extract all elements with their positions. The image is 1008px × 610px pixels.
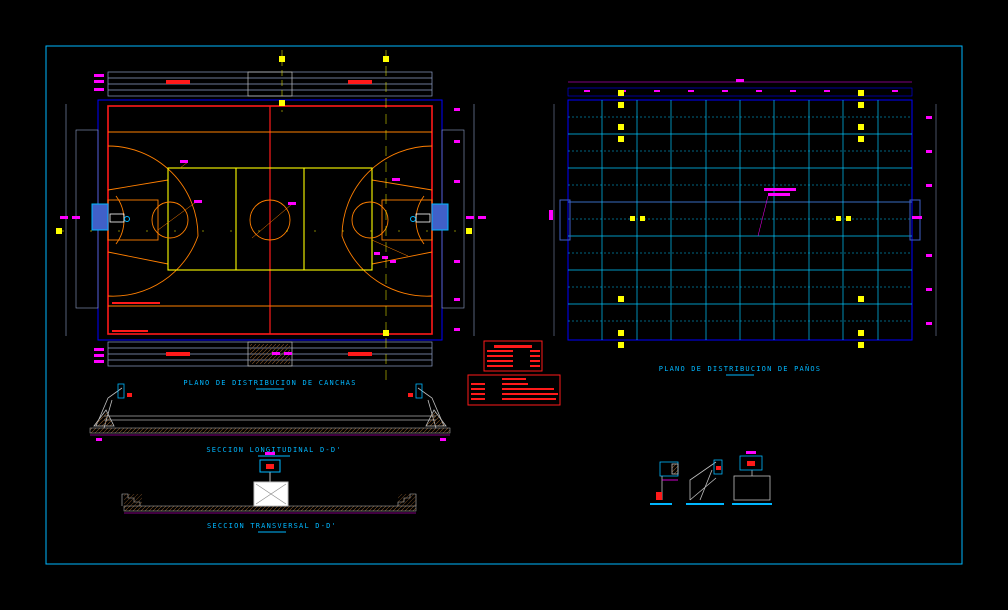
center-hoop-section-icon — [253, 452, 289, 507]
section-trans-title: SECCION TRANSVERSAL D-D' — [207, 522, 337, 530]
hoop-details — [650, 451, 772, 505]
section-long-title: SECCION LONGITUDINAL D-D' — [206, 446, 341, 454]
drawing-frame — [45, 45, 963, 565]
hoop-detail-3-icon — [732, 451, 772, 505]
legend-small — [483, 340, 543, 372]
left-hoop-elevation-icon — [93, 383, 132, 429]
section-transversal: SECCION TRANSVERSAL D-D' — [121, 452, 417, 533]
court-plan-title: PLANO DE DISTRIBUCION DE CANCHAS — [183, 379, 356, 387]
right-hoop-plan-icon — [410, 203, 449, 231]
section-longitudinal: SECCION LONGITUDINAL D-D' — [89, 383, 451, 457]
right-hoop-elevation-icon — [408, 383, 447, 429]
left-hoop-plan-icon — [91, 203, 130, 231]
hoop-detail-1-icon — [650, 461, 679, 505]
court-plan: PLANO DE DISTRIBUCION DE CANCHAS — [56, 50, 486, 390]
panel-plan-title: PLANO DE DISTRIBUCION DE PAÑOS — [659, 364, 821, 373]
panel-plan: PLANO DE DISTRIBUCION DE PAÑOS — [549, 79, 937, 376]
section-marker-icon — [56, 56, 472, 336]
panel-markers — [618, 90, 864, 348]
legend-large — [467, 374, 561, 406]
hoop-detail-2-icon — [686, 459, 724, 505]
